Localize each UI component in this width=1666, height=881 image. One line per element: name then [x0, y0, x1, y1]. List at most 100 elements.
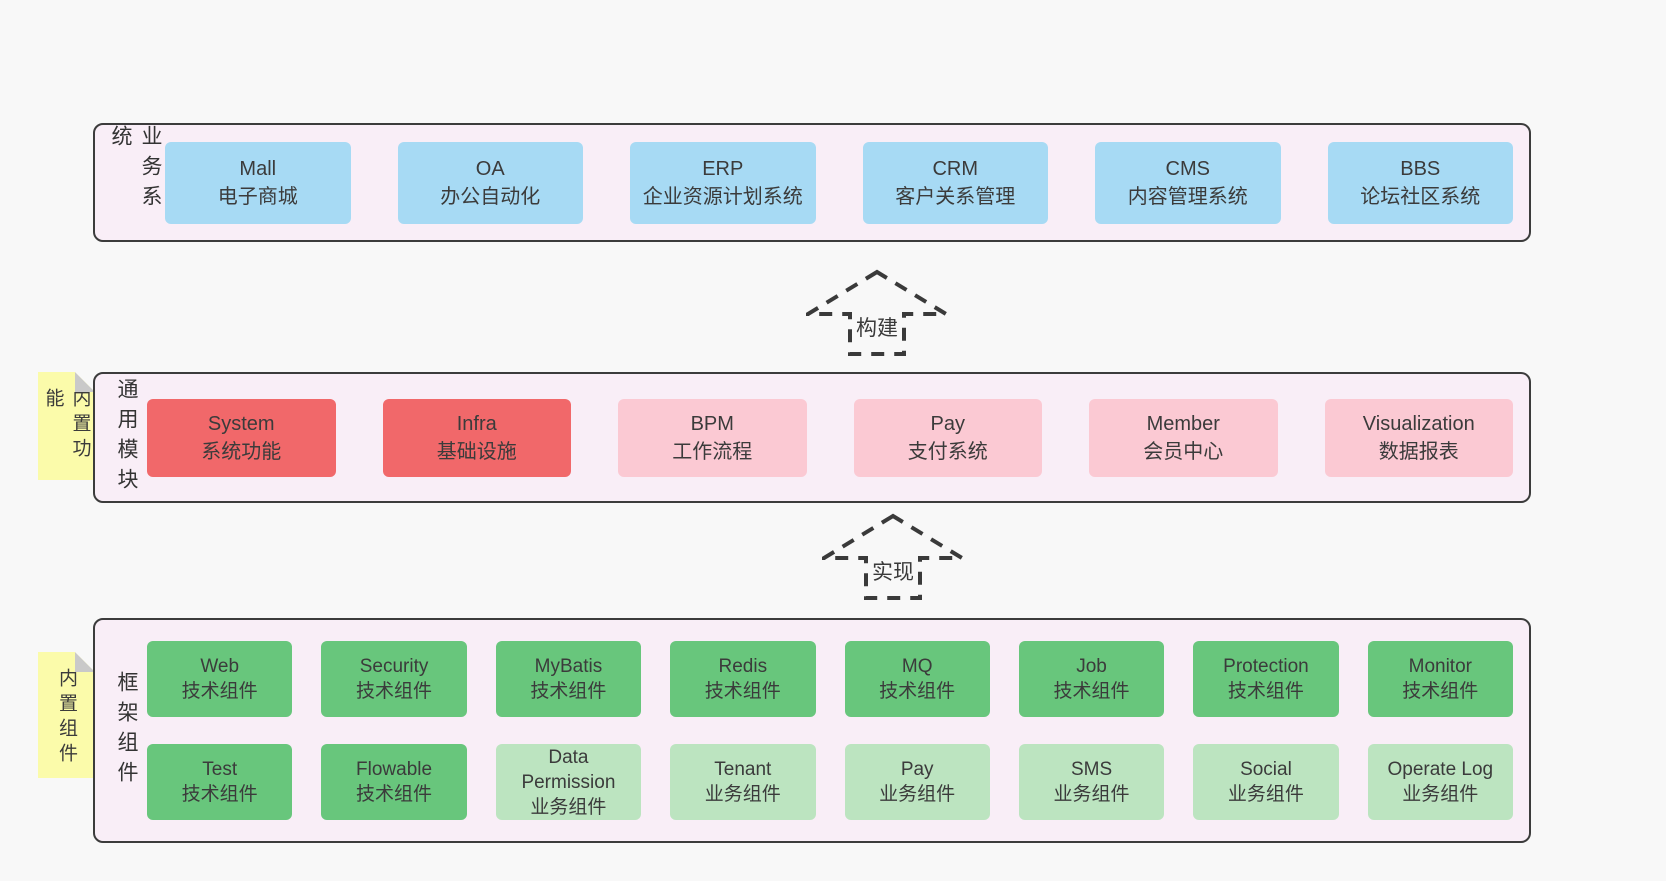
box-subtitle: 客户关系管理: [895, 185, 1016, 208]
box-subtitle: 技术组件: [1227, 681, 1304, 702]
box-subtitle: 业务组件: [530, 796, 607, 818]
box-oa: OA 办公自动化: [397, 141, 583, 224]
box-pay: Pay 支付系统: [853, 398, 1042, 477]
box-subtitle: 业务组件: [1053, 784, 1130, 805]
box-title: Infra: [456, 412, 497, 435]
box-title: MQ: [901, 656, 933, 677]
box-mybatis: MyBatis 技术组件: [495, 641, 642, 717]
box-title: Mall: [239, 157, 277, 180]
box-web: Web 技术组件: [147, 641, 293, 717]
box-subtitle: 业务组件: [704, 784, 781, 805]
box-erp: ERP 企业资源计划系统: [630, 141, 816, 224]
arrow-label: 实现: [868, 556, 918, 586]
box-social: Social 业务组件: [1193, 744, 1339, 820]
box-row: Mall 电子商城 OA 办公自动化 ERP 企业资源计划系统 CRM 客户关系…: [165, 141, 1513, 224]
box-tenant: Tenant 业务组件: [670, 744, 816, 820]
box-subtitle: 业务组件: [1227, 784, 1304, 805]
box-subtitle: 技术组件: [704, 681, 781, 702]
box-subtitle: 技术组件: [356, 784, 433, 805]
box-member: Member 会员中心: [1089, 398, 1278, 477]
arrow-label: 构建: [852, 312, 902, 342]
box-subtitle: 工作流程: [672, 440, 753, 463]
layer-common-modules: 通用模块 System 系统功能 Infra 基础设施 BPM 工作流程 Pay…: [93, 372, 1531, 503]
box-subtitle: 企业资源计划系统: [642, 185, 803, 208]
box-visualization: Visualization 数据报表: [1324, 398, 1513, 477]
box-row: System 系统功能 Infra 基础设施 BPM 工作流程 Pay 支付系统…: [147, 398, 1513, 477]
box-title: SMS: [1070, 759, 1113, 780]
box-title: Social: [1240, 759, 1292, 780]
box-test: Test 技术组件: [147, 744, 293, 820]
up-arrow-build: 构建: [806, 268, 948, 358]
box-bpm: BPM 工作流程: [618, 398, 807, 477]
box-title: Flowable: [356, 759, 433, 780]
sticky-tab-label: 内置组件: [56, 668, 77, 768]
box-subtitle: 系统功能: [201, 440, 282, 463]
box-data-permission: Data Permission 业务组件: [495, 744, 642, 820]
box-title: Monitor: [1408, 656, 1472, 677]
sticky-tab-built-in-features: 内置功能: [38, 372, 95, 480]
box-row: Web 技术组件 Security 技术组件 MyBatis 技术组件 Redi…: [147, 641, 1513, 717]
box-pay-component: Pay 业务组件: [844, 744, 990, 820]
box-subtitle: 会员中心: [1143, 440, 1224, 463]
box-subtitle: 技术组件: [1402, 681, 1479, 702]
layer-content: Mall 电子商城 OA 办公自动化 ERP 企业资源计划系统 CRM 客户关系…: [165, 125, 1513, 240]
box-subtitle: 技术组件: [181, 784, 258, 805]
box-title: Pay: [930, 412, 965, 435]
layer-content: System 系统功能 Infra 基础设施 BPM 工作流程 Pay 支付系统…: [147, 374, 1513, 501]
box-crm: CRM 客户关系管理: [862, 141, 1048, 224]
box-title: OA: [475, 157, 505, 180]
layer-label: 框架组件: [115, 670, 138, 791]
box-title: BBS: [1400, 157, 1441, 180]
box-mall: Mall 电子商城: [165, 141, 351, 224]
box-security: Security 技术组件: [321, 641, 467, 717]
box-subtitle: 支付系统: [907, 440, 988, 463]
box-protection: Protection 技术组件: [1193, 641, 1339, 717]
box-subtitle: 电子商城: [217, 185, 298, 208]
box-redis: Redis 技术组件: [670, 641, 816, 717]
box-bbs: BBS 论坛社区系统: [1327, 141, 1513, 224]
sticky-tab-label: 内置功能: [42, 388, 91, 463]
box-cms: CMS 内容管理系统: [1095, 141, 1281, 224]
box-subtitle: 数据报表: [1378, 440, 1459, 463]
box-row: Test 技术组件 Flowable 技术组件 Data Permission …: [147, 744, 1513, 820]
box-infra: Infra 基础设施: [382, 398, 571, 477]
box-subtitle: 技术组件: [530, 681, 607, 702]
sticky-tab-built-in-components: 内置组件: [38, 652, 95, 778]
layer-business-systems: 业务系统 Mall 电子商城 OA 办公自动化 ERP 企业资源计划系统 CRM…: [93, 123, 1531, 242]
box-title: Pay: [900, 759, 934, 780]
up-arrow-implement: 实现: [822, 512, 964, 602]
box-subtitle: 业务组件: [1402, 784, 1479, 805]
box-title: Security: [359, 656, 429, 677]
up-arrow-icon: [806, 269, 948, 356]
layer-content: Web 技术组件 Security 技术组件 MyBatis 技术组件 Redi…: [147, 620, 1513, 841]
layer-label: 通用模块: [115, 377, 138, 498]
box-subtitle: 基础设施: [436, 440, 517, 463]
box-title: MyBatis: [534, 656, 603, 677]
folded-corner-icon: [75, 652, 95, 672]
folded-corner-icon: [75, 372, 95, 392]
box-title: Tenant: [714, 759, 772, 780]
box-title: System: [207, 412, 275, 435]
box-title: Visualization: [1362, 412, 1475, 435]
box-title: Member: [1146, 412, 1220, 435]
box-subtitle: 论坛社区系统: [1360, 185, 1481, 208]
box-title: Redis: [718, 656, 768, 677]
box-sms: SMS 业务组件: [1018, 744, 1165, 820]
box-title: ERP: [702, 157, 744, 180]
box-title: Job: [1076, 656, 1107, 677]
box-job: Job 技术组件: [1018, 641, 1165, 717]
box-title: Operate Log: [1387, 759, 1494, 780]
box-subtitle: 技术组件: [879, 681, 956, 702]
box-mq: MQ 技术组件: [844, 641, 990, 717]
box-subtitle: 技术组件: [356, 681, 433, 702]
box-subtitle: 技术组件: [181, 681, 258, 702]
box-title: Data Permission: [521, 746, 616, 793]
box-subtitle: 内容管理系统: [1127, 185, 1248, 208]
box-monitor: Monitor 技术组件: [1367, 641, 1513, 717]
box-subtitle: 业务组件: [879, 784, 956, 805]
box-subtitle: 技术组件: [1053, 681, 1130, 702]
box-system: System 系统功能: [147, 398, 336, 477]
box-title: Test: [202, 759, 238, 780]
layer-label: 业务系统: [109, 125, 162, 215]
box-subtitle: 办公自动化: [440, 185, 541, 208]
